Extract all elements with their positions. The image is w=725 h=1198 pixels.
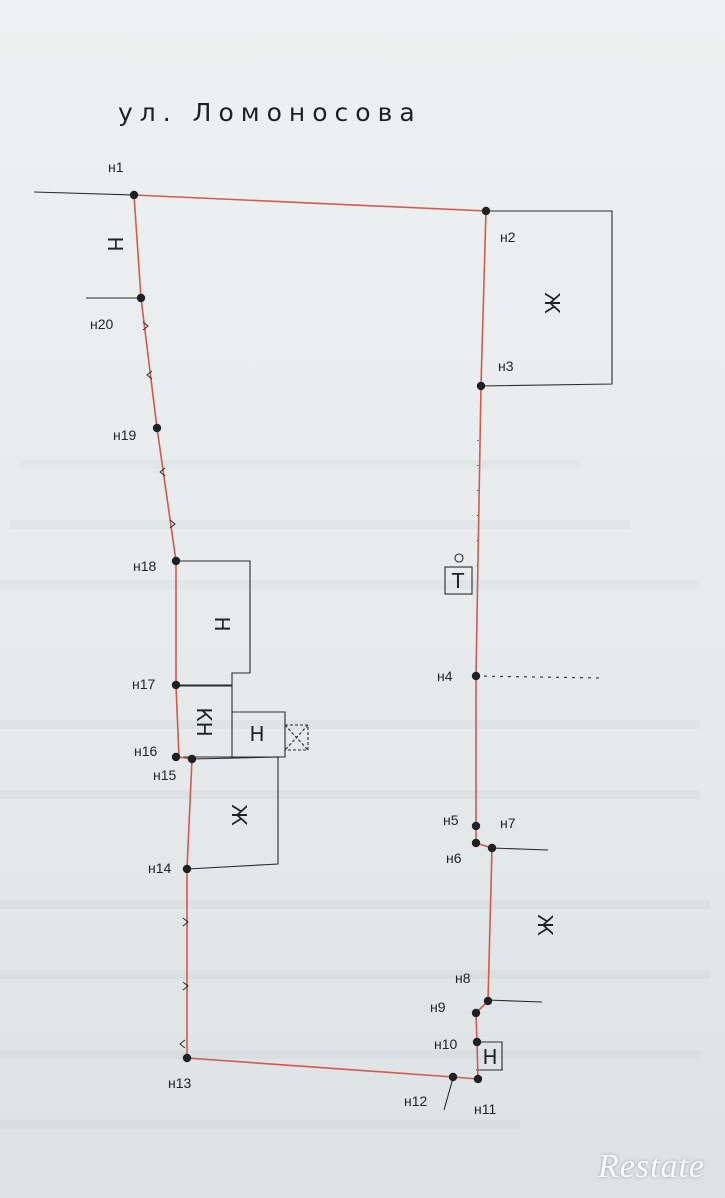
boundary-point-marker [472,1037,482,1047]
building-label-small-n: Н [249,722,264,746]
building-kn [180,685,233,758]
building-label-left-lower: Ж [227,804,251,826]
shed-cross [284,724,309,751]
boundary-point-marker [171,556,181,566]
building-label-bottom-right-n: Н [482,1045,497,1069]
boundary-point-label: н17 [132,676,156,692]
boundary-point-label: н18 [133,558,157,574]
boundary-point-label: н20 [90,316,114,332]
transformer-label: Т [451,569,465,593]
boundary-point-label: н9 [430,999,446,1015]
building-bottom-right-n [476,1041,503,1071]
boundary-point-marker [476,381,486,391]
transformer-box [444,566,473,595]
boundary-point-label: н1 [108,159,124,175]
boundary-point-label: н4 [437,668,453,684]
building-label-right-lower: Ж [533,914,557,936]
building-middle-left [176,560,251,686]
boundary-point-marker [471,1008,481,1018]
plot-boundary [133,194,493,1080]
boundary-point-marker [129,190,139,200]
boundary-point-label: н10 [434,1036,458,1052]
boundary-point-label: н19 [113,427,137,443]
boundary-points: н1 н2 н3 н4 н5 н6 н7 н8 н9 н10 н11 н12 н13 н14 н15 н16 н… [90,159,516,1117]
boundary-point-marker [182,1053,192,1063]
street-title: ул. Ломоносова [118,98,422,127]
transformer-pole [454,553,464,563]
building-right-top [480,210,613,387]
boundary-point-label: н14 [148,860,172,876]
boundary-point-marker [471,838,481,848]
building-label-middle-left: Н [210,616,234,631]
boundary-point-marker [448,1072,458,1082]
boundary-point-marker [171,680,181,690]
boundary-point-marker [471,671,481,681]
boundary-point-marker [471,821,481,831]
restate-watermark-logo: Restate [597,1148,705,1185]
boundary-point-marker [487,843,497,853]
boundary-point-label: н13 [168,1075,192,1091]
boundary-point-label: н5 [443,812,459,828]
boundary-point-marker [152,423,162,433]
boundary-point-label: н2 [500,229,516,245]
boundary-point-label: н11 [474,1101,496,1117]
boundary-point-marker [473,1074,483,1084]
boundary-point-label: н15 [153,767,177,783]
building-label-right-top: Ж [540,292,564,314]
boundary-point-marker [481,206,491,216]
direction-ticks [142,321,189,1049]
boundary-point-marker [483,996,493,1006]
boundary-point-marker [171,752,181,762]
building-label-kn: КН [192,707,216,736]
boundary-point-label: н3 [498,358,514,374]
boundary-point-label: н8 [455,970,471,986]
boundary-point-label: н12 [404,1093,428,1109]
building-left-lower [186,756,279,870]
boundary-point-marker [187,754,197,764]
boundary-point-label: н6 [446,850,462,866]
boundary-point-marker [182,864,192,874]
boundary-point-label: н16 [134,743,158,759]
boundary-point-marker [136,293,146,303]
bleed-through-text [0,460,710,1129]
buildings [176,210,613,1071]
boundary-point-label: н7 [500,815,516,831]
building-label-left-top: Н [103,236,127,251]
